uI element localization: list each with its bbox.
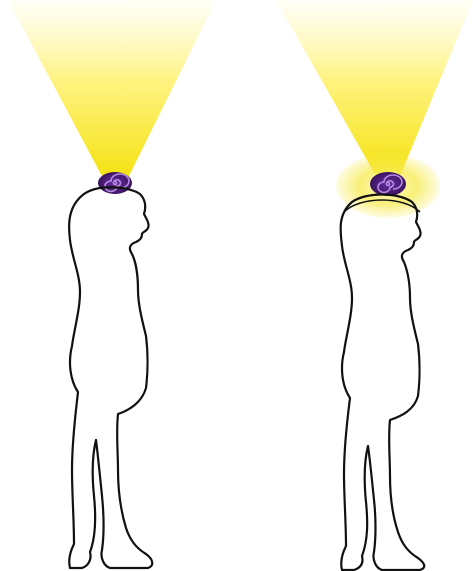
left-light-beam [8, 0, 216, 178]
left-vortex-icon [98, 172, 132, 194]
right-body-outline [341, 195, 425, 571]
right-light-beam [276, 0, 473, 176]
right-figure [276, 0, 473, 570]
left-body-outline [69, 187, 152, 568]
left-figure [8, 0, 216, 568]
right-vortex-icon [370, 172, 406, 196]
